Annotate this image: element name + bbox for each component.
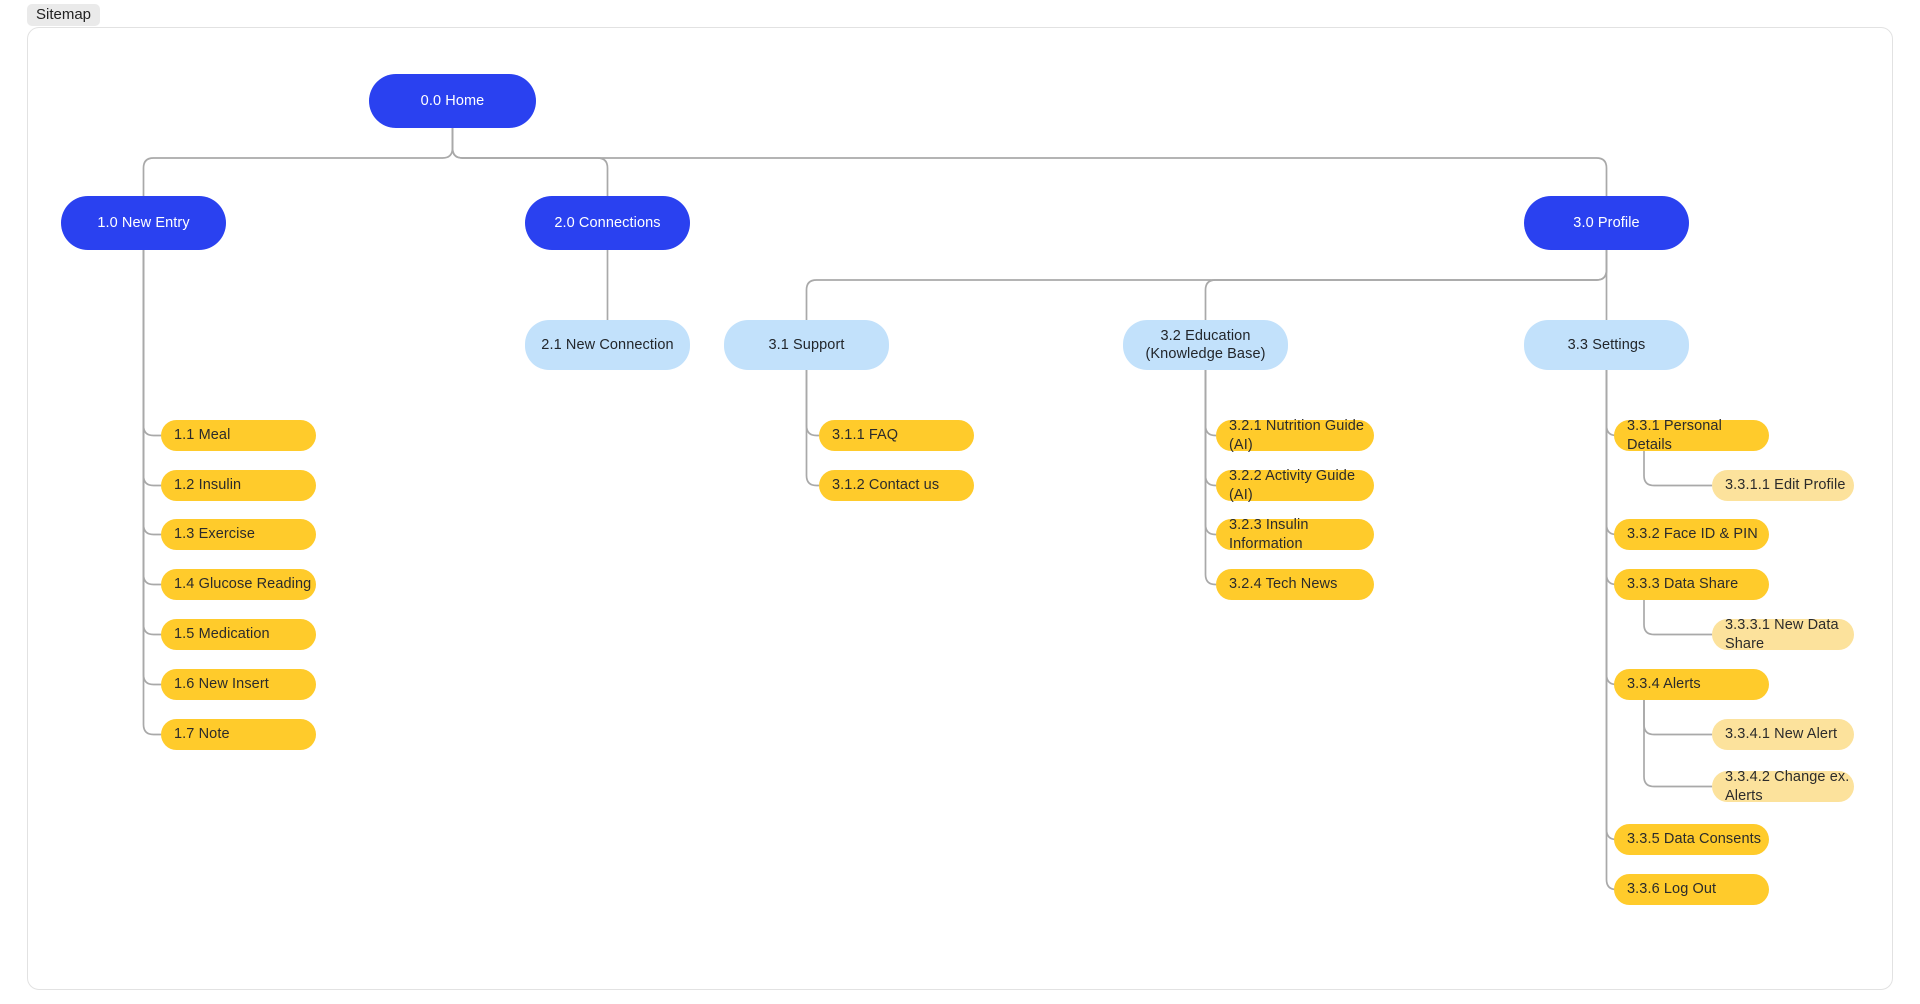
sitemap-node-label: 3.3.1 Personal Details	[1627, 418, 1722, 453]
sitemap-node-label: 3.2 Education (Knowledge Base)	[1145, 327, 1266, 362]
sitemap-node-label: 1.1 Meal	[174, 427, 231, 444]
sitemap-node-3.3.4.1[interactable]: 3.3.4.1 New Alert	[1712, 719, 1854, 750]
sitemap-node-label: 3.1.2 Contact us	[832, 477, 940, 494]
sitemap-node-label: 3.3.4 Alerts	[1627, 676, 1701, 693]
sitemap-node-label: 1.7 Note	[174, 726, 230, 743]
sitemap-node-label: 1.5 Medication	[174, 626, 270, 643]
sitemap-node-label: 3.3.6 Log Out	[1627, 881, 1717, 898]
sitemap-node-label: 3.2.3 Insulin Information	[1229, 517, 1309, 552]
sitemap-node-label: 3.3.5 Data Consents	[1627, 831, 1762, 848]
sitemap-node-label: 3.3 Settings	[1567, 336, 1646, 353]
sitemap-node-label: 3.1 Support	[768, 336, 845, 353]
sitemap-node-3.3.2[interactable]: 3.3.2 Face ID & PIN	[1614, 519, 1769, 550]
sitemap-node-3.2[interactable]: 3.2 Education (Knowledge Base)	[1123, 320, 1288, 370]
sitemap-node-1.1[interactable]: 1.1 Meal	[161, 420, 316, 451]
sitemap-frame	[27, 27, 1893, 990]
sitemap-node-1.4[interactable]: 1.4 Glucose Reading	[161, 569, 316, 600]
sitemap-node-3.2.3[interactable]: 3.2.3 Insulin Information	[1216, 517, 1374, 552]
sitemap-node-label: 2.1 New Connection	[541, 336, 674, 353]
sitemap-node-label: 0.0 Home	[420, 92, 485, 109]
sitemap-node-label: 3.0 Profile	[1573, 214, 1640, 231]
sitemap-node-label: 1.2 Insulin	[174, 477, 242, 494]
sitemap-node-label: 3.3.4.1 New Alert	[1725, 726, 1838, 743]
sitemap-node-3.2.1[interactable]: 3.2.1 Nutrition Guide (AI)	[1216, 418, 1374, 453]
sitemap-node-label: 3.3.1.1 Edit Profile	[1725, 477, 1846, 494]
sitemap-node-label: 3.2.2 Activity Guide (AI)	[1229, 468, 1356, 503]
sitemap-node-3.3.4[interactable]: 3.3.4 Alerts	[1614, 669, 1769, 700]
sitemap-node-3.1[interactable]: 3.1 Support	[724, 320, 889, 370]
sitemap-node-2.0[interactable]: 2.0 Connections	[525, 196, 690, 250]
sitemap-node-3.3.3.1[interactable]: 3.3.3.1 New Data Share	[1712, 617, 1854, 652]
sitemap-node-0.0[interactable]: 0.0 Home	[369, 74, 536, 128]
sitemap-node-3.3.1.1[interactable]: 3.3.1.1 Edit Profile	[1712, 470, 1854, 501]
sitemap-node-3.1.2[interactable]: 3.1.2 Contact us	[819, 470, 974, 501]
sitemap-node-3.3[interactable]: 3.3 Settings	[1524, 320, 1689, 370]
sitemap-node-1.0[interactable]: 1.0 New Entry	[61, 196, 226, 250]
sitemap-node-1.6[interactable]: 1.6 New Insert	[161, 669, 316, 700]
sitemap-node-label: 3.2.4 Tech News	[1229, 576, 1338, 593]
sitemap-node-label: 3.1.1 FAQ	[832, 427, 899, 444]
sitemap-node-label: 3.3.3.1 New Data Share	[1725, 617, 1839, 652]
sitemap-node-1.7[interactable]: 1.7 Note	[161, 719, 316, 750]
sitemap-node-3.1.1[interactable]: 3.1.1 FAQ	[819, 420, 974, 451]
sitemap-node-3.3.5[interactable]: 3.3.5 Data Consents	[1614, 824, 1769, 855]
sitemap-node-label: 1.0 New Entry	[97, 214, 190, 231]
sitemap-node-label: 1.4 Glucose Reading	[174, 576, 312, 593]
sitemap-node-3.3.3[interactable]: 3.3.3 Data Share	[1614, 569, 1769, 600]
sitemap-node-3.0[interactable]: 3.0 Profile	[1524, 196, 1689, 250]
sitemap-node-3.3.1[interactable]: 3.3.1 Personal Details	[1614, 418, 1769, 453]
sitemap-node-3.3.4.2[interactable]: 3.3.4.2 Change ex. Alerts	[1712, 769, 1854, 804]
sitemap-node-3.3.6[interactable]: 3.3.6 Log Out	[1614, 874, 1769, 905]
sitemap-node-label: 1.6 New Insert	[174, 676, 269, 693]
frame-label: Sitemap	[27, 4, 101, 26]
sitemap-node-1.5[interactable]: 1.5 Medication	[161, 619, 316, 650]
sitemap-node-2.1[interactable]: 2.1 New Connection	[525, 320, 690, 370]
sitemap-node-label: 2.0 Connections	[554, 214, 661, 231]
sitemap-node-3.2.4[interactable]: 3.2.4 Tech News	[1216, 569, 1374, 600]
sitemap-node-1.3[interactable]: 1.3 Exercise	[161, 519, 316, 550]
sitemap-node-label: 3.3.2 Face ID & PIN	[1627, 526, 1758, 543]
sitemap-node-label: 3.3.4.2 Change ex. Alerts	[1725, 769, 1850, 804]
sitemap-node-3.2.2[interactable]: 3.2.2 Activity Guide (AI)	[1216, 468, 1374, 503]
sitemap-node-label: 3.3.3 Data Share	[1627, 576, 1739, 593]
sitemap-node-1.2[interactable]: 1.2 Insulin	[161, 470, 316, 501]
sitemap-node-label: 1.3 Exercise	[174, 526, 255, 543]
sitemap-node-label: 3.2.1 Nutrition Guide (AI)	[1229, 418, 1365, 453]
